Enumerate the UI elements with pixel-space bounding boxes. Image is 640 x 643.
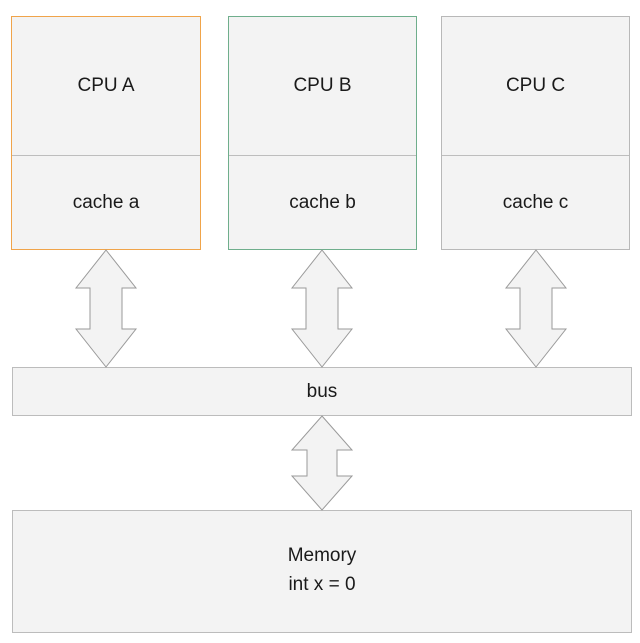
cpu-b-box: CPU B [229,17,416,156]
bus-box: bus [12,367,632,416]
memory-title: Memory [287,545,357,566]
cache-a-box: cache a [12,156,200,249]
memory-box: Memory int x = 0 [12,510,632,633]
cache-c-box: cache c [442,156,629,249]
bus-label: bus [306,380,338,402]
arrow-cpu-b-bus [290,249,354,368]
cpu-c-label: CPU C [505,75,566,96]
cache-b-box: cache b [229,156,416,249]
cpu-a-unit: CPU A cache a [11,16,201,250]
cpu-a-label: CPU A [77,75,135,96]
cpu-b-unit: CPU B cache b [228,16,417,250]
cpu-b-label: CPU B [293,75,352,96]
cache-b-label: cache b [289,191,356,213]
memory-content: int x = 0 [288,574,356,595]
arrow-cpu-a-bus [74,249,138,368]
cache-a-label: cache a [72,191,140,213]
cache-c-label: cache c [502,191,569,213]
arrow-bus-memory [290,415,354,511]
cpu-a-box: CPU A [12,17,200,156]
cpu-c-box: CPU C [442,17,629,156]
arrow-cpu-c-bus [504,249,568,368]
cpu-c-unit: CPU C cache c [441,16,630,250]
